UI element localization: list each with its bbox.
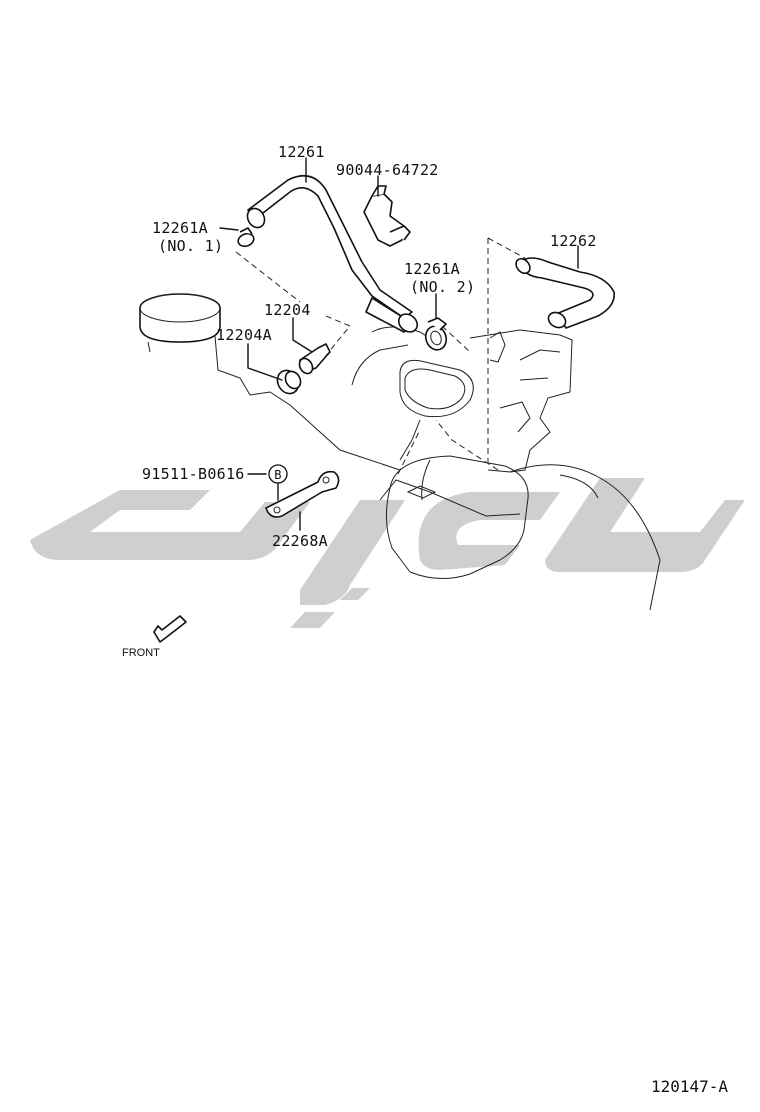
grommet-12204a	[276, 369, 302, 395]
clip-90044	[363, 185, 411, 247]
air-cleaner-cap	[139, 293, 221, 343]
svg-text:B: B	[274, 468, 282, 482]
bracket-22268a	[265, 470, 340, 518]
engine-outline	[147, 326, 661, 611]
label-12261a-no1-sub: (NO. 1)	[158, 237, 223, 255]
bolt-marker: B	[268, 464, 288, 484]
label-91511-b0616: 91511-B0616	[142, 465, 245, 483]
label-12261a-no1: 12261A	[152, 219, 208, 237]
label-12261a-no2-sub: (NO. 2)	[410, 278, 475, 296]
label-12204a: 12204A	[216, 326, 272, 344]
label-90044-64722: 90044-64722	[336, 161, 439, 179]
diagram-code: 120147-A	[651, 1077, 728, 1096]
label-12261: 12261	[278, 143, 325, 161]
hose-12261	[246, 174, 419, 333]
label-front: FRONT	[122, 647, 160, 659]
label-12204: 12204	[264, 301, 311, 319]
hose-12262	[515, 257, 615, 329]
front-arrow-icon	[153, 615, 187, 643]
label-12262: 12262	[550, 232, 597, 250]
leader-lines	[219, 157, 579, 531]
clamp-no2	[424, 317, 448, 351]
watermark-logo	[30, 478, 745, 628]
assembly-dashed-lines	[235, 237, 533, 475]
clamp-no1	[237, 227, 255, 248]
pcv-valve-12204	[298, 343, 331, 375]
label-12261a-no2: 12261A	[404, 260, 460, 278]
label-22268a: 22268A	[272, 532, 328, 550]
